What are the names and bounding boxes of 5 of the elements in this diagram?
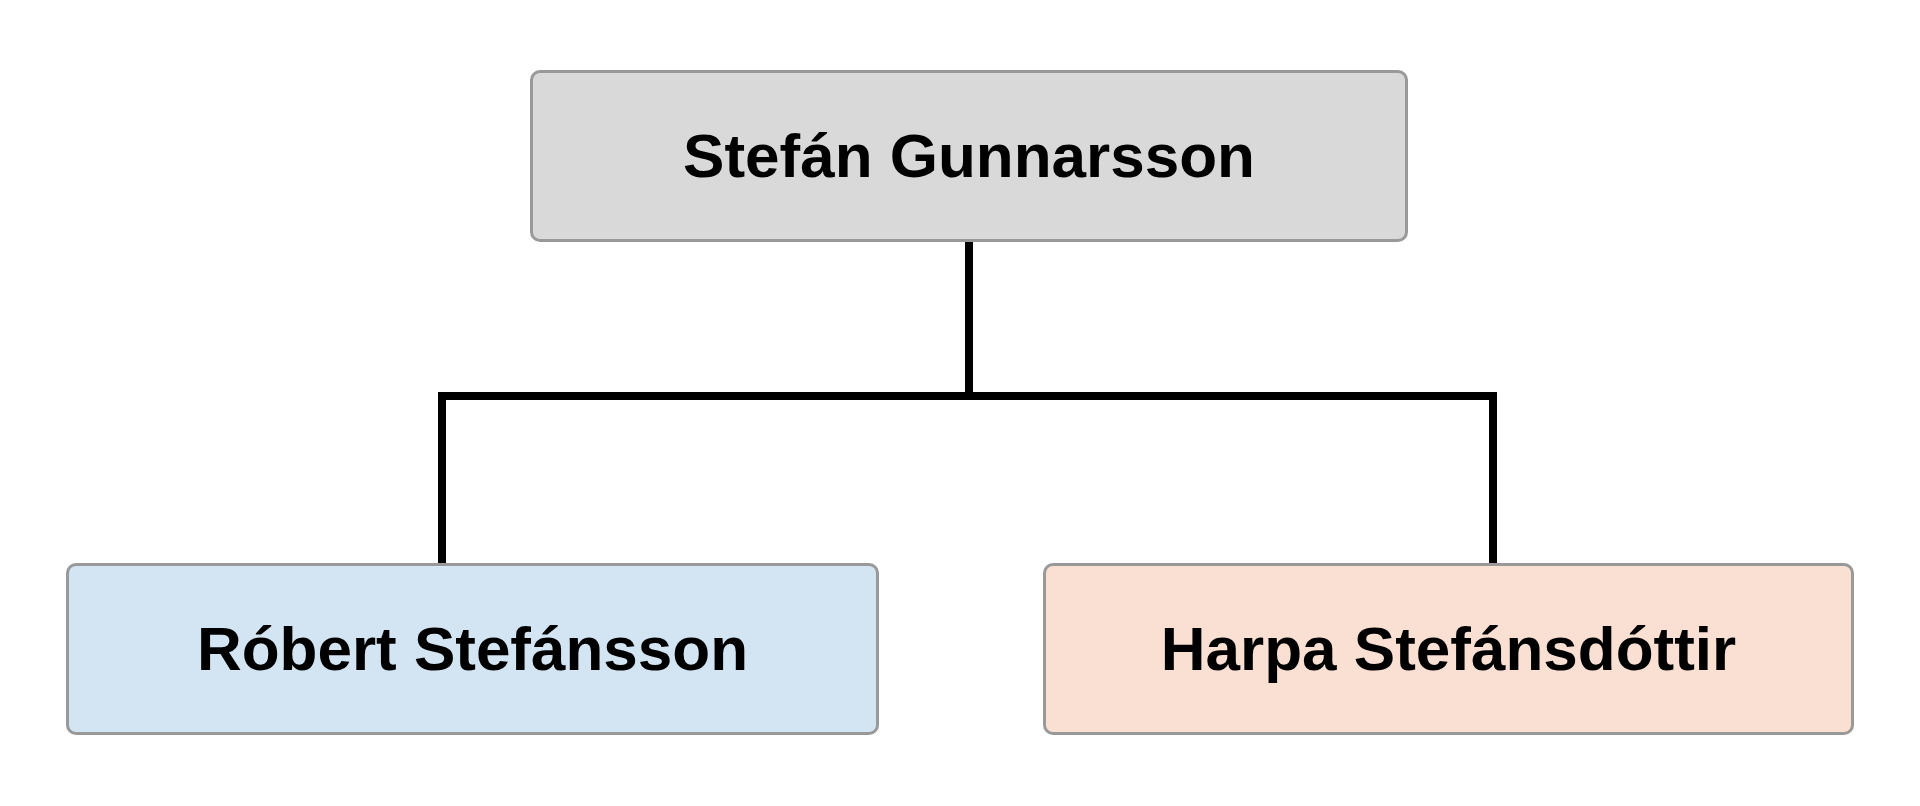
person-box [1043,563,1854,735]
person-name: Stefán Gunnarsson [683,125,1255,187]
person-box [530,70,1408,242]
person-box [66,563,879,735]
person-name: Róbert Stefánsson [196,618,749,680]
